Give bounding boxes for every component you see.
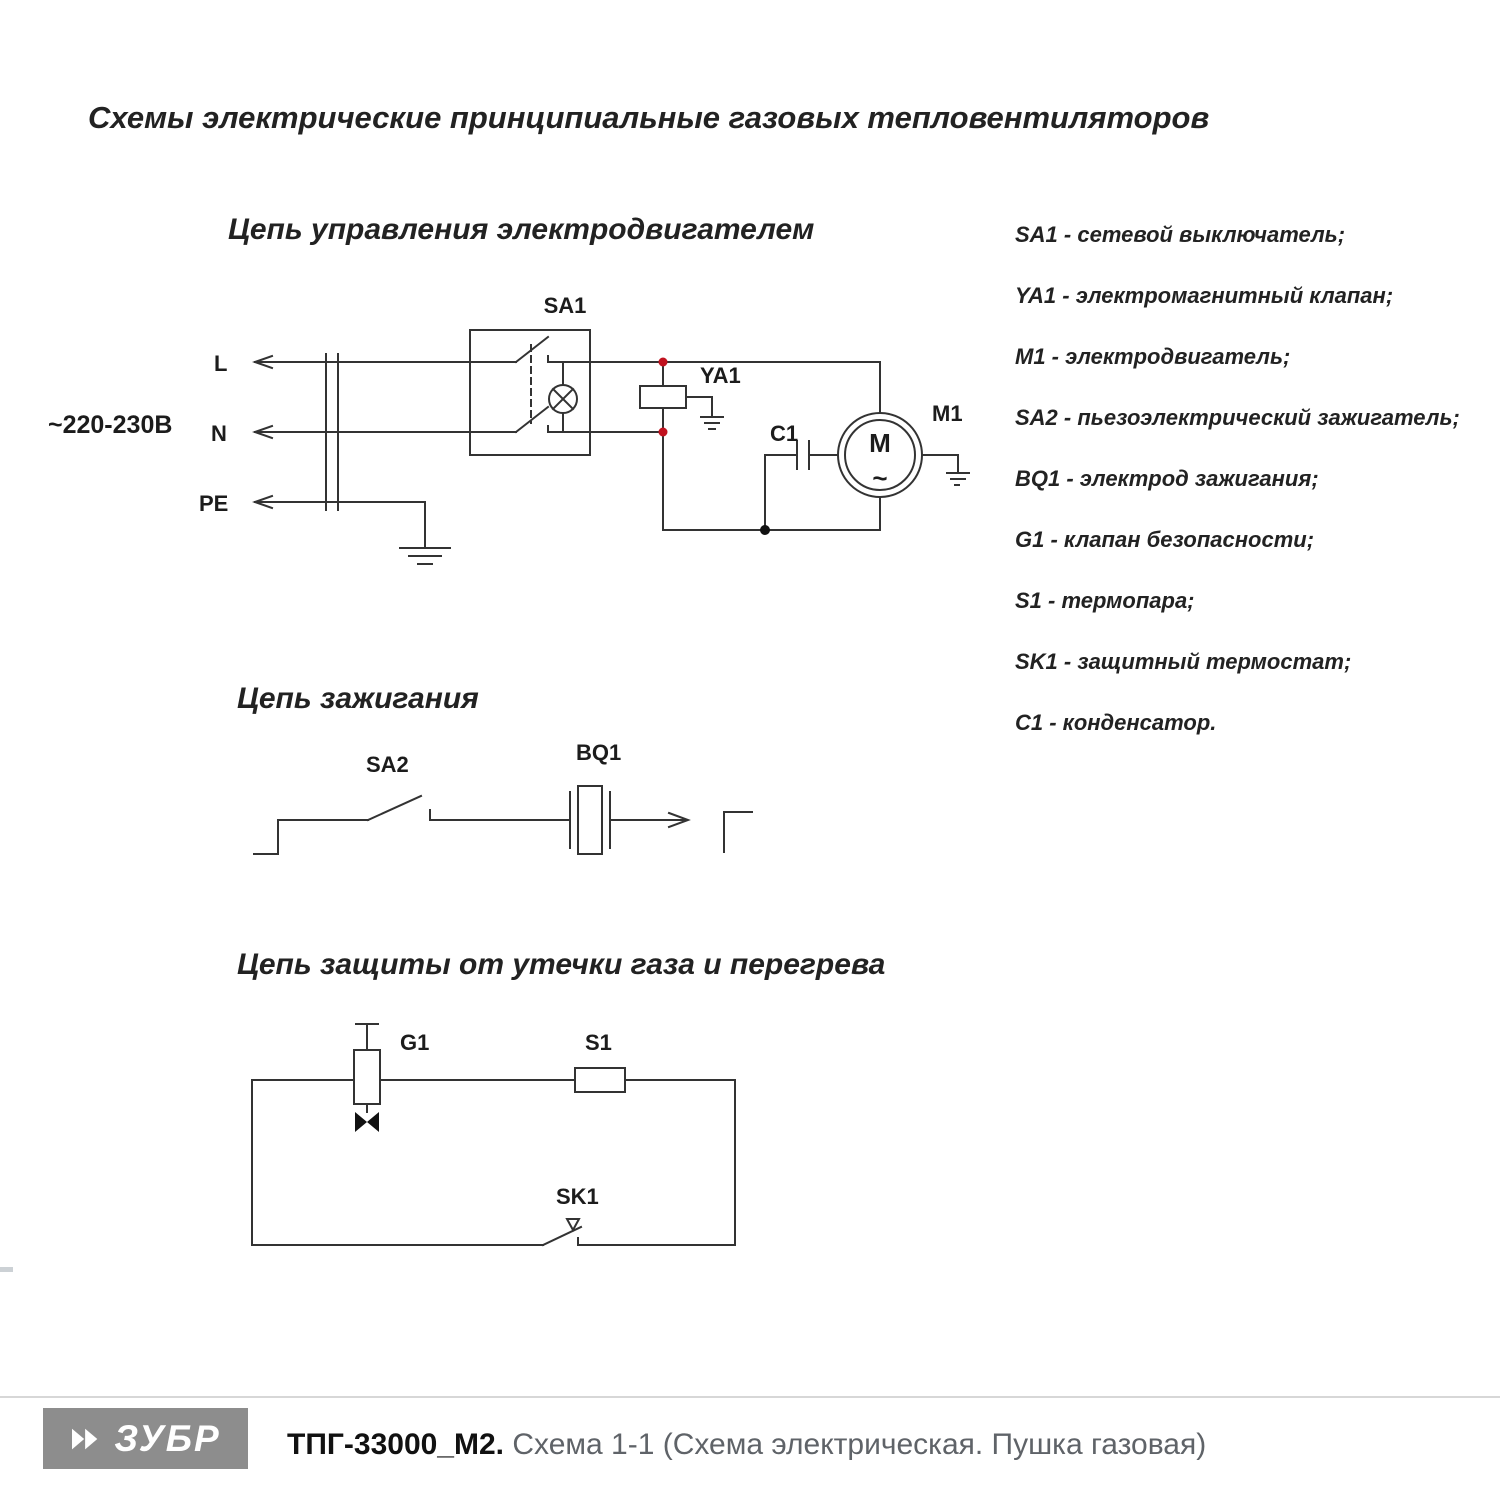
pe-ground-symbol [399,501,451,565]
legend-item-sa1: SA1 - сетевой выключатель; [1015,222,1346,247]
scheme-caption: Схема 1-1 (Схема электрическая. Пушка га… [512,1428,1207,1461]
edge-artifact [0,1267,13,1272]
ignition-circuit-title: Цепь зажигания [237,682,479,715]
zubr-logo: ЗУБР [43,1408,248,1469]
sa2-label: SA2 [366,752,409,777]
motor-letter: M [869,428,891,458]
footer-divider [0,1396,1500,1398]
sa1-label: SA1 [544,293,587,318]
legend-item-g1: G1 - клапан безопасности; [1015,527,1315,552]
legend-item-ya1: YA1 - электромагнитный клапан; [1015,283,1394,308]
model-label: ТПГ-33000_М2. [287,1428,505,1461]
terminal-l-label: L [214,351,227,376]
ignition-circuit-diagram: SA2 BQ1 [253,740,753,855]
m1-label: M1 [932,401,963,426]
control-circuit-title: Цепь управления электродвигателем [228,213,815,246]
control-circuit-diagram: ~220-230В L N PE SA1 YA1 C1 M1 M ~ [48,293,970,565]
bq1-electrode-symbol [569,785,691,855]
terminal-n-label: N [211,421,227,446]
voltage-label: ~220-230В [48,411,172,439]
sk1-thermostat-symbol [541,1218,583,1247]
footer-caption: ТПГ-33000_М2. Схема 1-1 (Схема электриче… [287,1426,1206,1464]
legend-item-sa2: SA2 - пьезоэлектрический зажигатель; [1015,405,1460,430]
right-terminal-symbol [723,811,753,853]
m1-motor-symbol [837,412,970,498]
legend-item-s1: S1 - термопара; [1015,588,1195,613]
legend-item-c1: C1 - конденсатор. [1015,710,1217,735]
terminal-pe-label: PE [199,491,228,516]
c1-label: C1 [770,421,798,446]
brand-name: ЗУБР [114,1418,221,1459]
ya1-valve-symbol [639,385,724,430]
motor-phase-symbol: ~ [872,463,887,493]
bq1-label: BQ1 [576,740,621,765]
phase-wires [251,353,881,531]
g1-valve-symbol [353,1023,381,1132]
legend: SA1 - сетевой выключатель; YA1 - электро… [1015,222,1495,771]
sa1-switch-symbol [469,329,591,456]
protection-circuit-title: Цепь защиты от утечки газа и перегрева [237,948,886,981]
zubr-logo-icon [72,1428,98,1449]
s1-label: S1 [585,1030,612,1055]
g1-label: G1 [400,1030,429,1055]
page-title: Схемы электрические принципиальные газов… [88,100,1210,135]
ya1-label: YA1 [700,363,741,388]
legend-item-m1: M1 - электродвигатель; [1015,344,1291,369]
protection-loop-wires [251,1079,736,1246]
arrow-right-icon [667,811,691,829]
legend-item-bq1: BQ1 - электрод зажигания; [1015,466,1319,491]
sa2-switch-symbol [277,794,571,822]
junction-dots [658,357,770,535]
ya1-ground-symbol [685,396,724,430]
protection-circuit-diagram: G1 S1 SK1 [251,1023,736,1247]
s1-thermocouple-symbol [574,1067,626,1093]
c1-capacitor-symbol [764,440,839,531]
left-terminal-symbol [253,819,279,855]
legend-item-sk1: SK1 - защитный термостат; [1015,649,1352,674]
sk1-label: SK1 [556,1184,599,1209]
